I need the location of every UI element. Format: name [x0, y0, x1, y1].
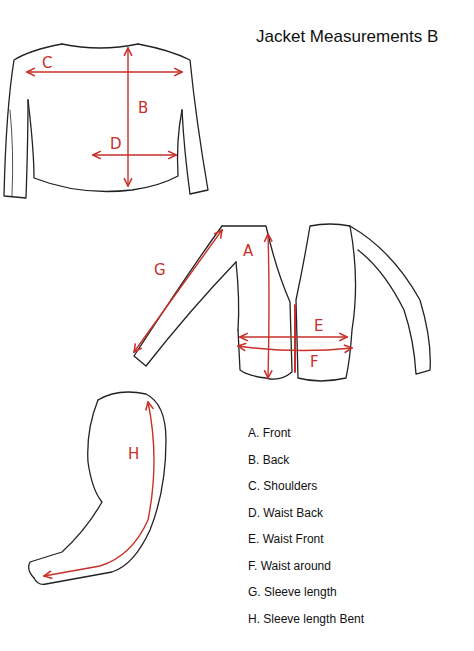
key-entry: H. Sleeve length Bent [248, 613, 364, 626]
key-entry: A. Front [248, 427, 291, 440]
measure-letter: G [154, 262, 166, 279]
measure-letter: C [42, 55, 52, 72]
measure-letter: B [138, 100, 148, 117]
measure-letter: A [243, 243, 253, 260]
key-entry: C. Shoulders [248, 480, 317, 493]
key-entry: G. Sleeve length [248, 586, 337, 599]
key-entry: B. Back [248, 454, 289, 467]
key-entry: D. Waist Back [248, 507, 323, 520]
measure-letter: F [310, 354, 319, 371]
measure-letter: H [128, 446, 139, 463]
key-entry: F. Waist around [248, 560, 331, 573]
measure-letter: E [314, 318, 323, 335]
measure-letter: D [110, 136, 122, 153]
key-entry: E. Waist Front [248, 533, 324, 546]
diagram-title: Jacket Measurements B [256, 28, 438, 47]
